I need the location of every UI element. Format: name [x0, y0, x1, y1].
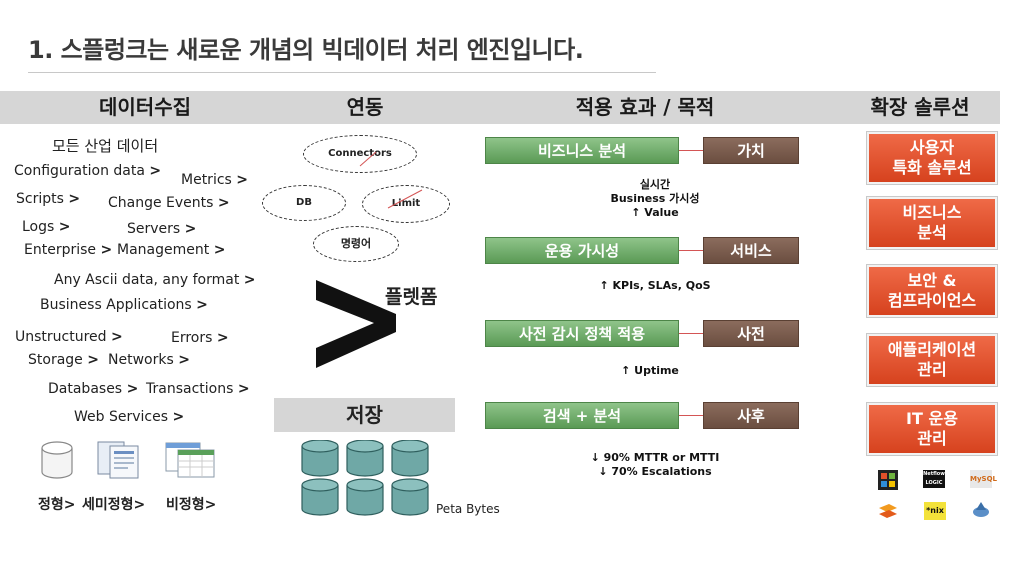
- source-item: Enterprise >: [24, 242, 113, 258]
- page-title: 1. 스플렁크는 새로운 개념의 빅데이터 처리 엔진입니다.: [28, 36, 584, 64]
- effect-result-bar: 사후: [703, 402, 799, 429]
- source-item: Management >: [117, 242, 226, 258]
- header-effects: 적용 효과 / 목적: [575, 95, 715, 119]
- title-divider: [28, 72, 656, 73]
- effect-action-bar: 비즈니스 분석: [485, 137, 679, 164]
- peta-bytes-label: Peta Bytes: [436, 502, 500, 516]
- effect-note-mttr: ↓ 90% MTTR or MTTI ↓ 70% Escalations: [590, 451, 720, 478]
- type-semi-structured: 세미정형>: [82, 497, 146, 513]
- nix-logo-icon: *nix: [924, 502, 946, 520]
- source-item: Transactions >: [146, 381, 250, 397]
- effect-note-kpis: ↑ KPIs, SLAs, QoS: [599, 279, 711, 292]
- database-icon: [40, 441, 74, 483]
- effect-result-bar: 서비스: [703, 237, 799, 264]
- splunk-chevron-logo: [316, 280, 398, 372]
- oval-connector-lines: [359, 151, 423, 209]
- connectors-oval: Connectors: [303, 135, 417, 173]
- extension-box-security: 보안 &컴프라이언스: [867, 265, 997, 317]
- source-item: Databases >: [48, 381, 139, 397]
- effect-connector: [679, 333, 703, 334]
- source-item: Metrics >: [181, 172, 249, 188]
- type-structured: 정형>: [38, 497, 76, 513]
- effect-action-bar: 사전 감시 정책 적용: [485, 320, 679, 347]
- effect-action-bar: 검색 + 분석: [485, 402, 679, 429]
- effect-action-bar: 운용 가시성: [485, 237, 679, 264]
- source-item: Unstructured >: [15, 329, 123, 345]
- source-item: Storage >: [28, 352, 99, 368]
- header-data-collection: 데이터수집: [99, 95, 191, 119]
- source-item: Logs >: [22, 219, 71, 235]
- type-unstructured: 비정형>: [166, 497, 217, 513]
- source-item: Networks >: [108, 352, 190, 368]
- source-item: Change Events >: [108, 195, 230, 211]
- netflow-logic-logo-icon: Netflow LOGIC: [923, 470, 945, 488]
- platform-label: 플렛폼: [385, 286, 438, 308]
- header-extensions: 확장 솔루션: [870, 95, 970, 119]
- db-oval: DB: [262, 185, 346, 221]
- all-industry-data: 모든 산업 데이터: [52, 137, 159, 155]
- storage-label: 저장: [274, 398, 455, 432]
- source-item: Configuration data >: [14, 163, 162, 179]
- effect-note-uptime: ↑ Uptime: [621, 364, 679, 377]
- source-item: Scripts >: [16, 191, 81, 207]
- layers-logo-icon: [877, 502, 899, 524]
- effect-result-bar: 가치: [703, 137, 799, 164]
- tool-logo-icon: [970, 500, 992, 524]
- header-band: [0, 91, 1000, 124]
- command-oval: 명령어: [313, 226, 399, 262]
- source-item: Any Ascii data, any format >: [54, 272, 256, 288]
- source-item: Web Services >: [74, 409, 185, 425]
- source-item: Servers >: [127, 221, 197, 237]
- header-integration: 연동: [346, 95, 384, 119]
- source-item: Business Applications >: [40, 297, 208, 313]
- effect-connector: [679, 150, 703, 151]
- effect-connector: [679, 415, 703, 416]
- source-item: Errors >: [171, 330, 229, 346]
- effect-result-bar: 사전: [703, 320, 799, 347]
- effect-note-realtime: 실시간 Business 가시성 ↑ Value: [610, 178, 700, 219]
- documents-icon: [96, 440, 142, 484]
- windows-logo-icon: [877, 469, 899, 495]
- mysql-logo-icon: MySQL: [970, 470, 997, 488]
- limit-oval: Limit: [362, 185, 450, 223]
- spreadsheets-icon: [164, 441, 216, 483]
- storage-cylinders-icon: [300, 439, 440, 524]
- effect-connector: [679, 250, 703, 251]
